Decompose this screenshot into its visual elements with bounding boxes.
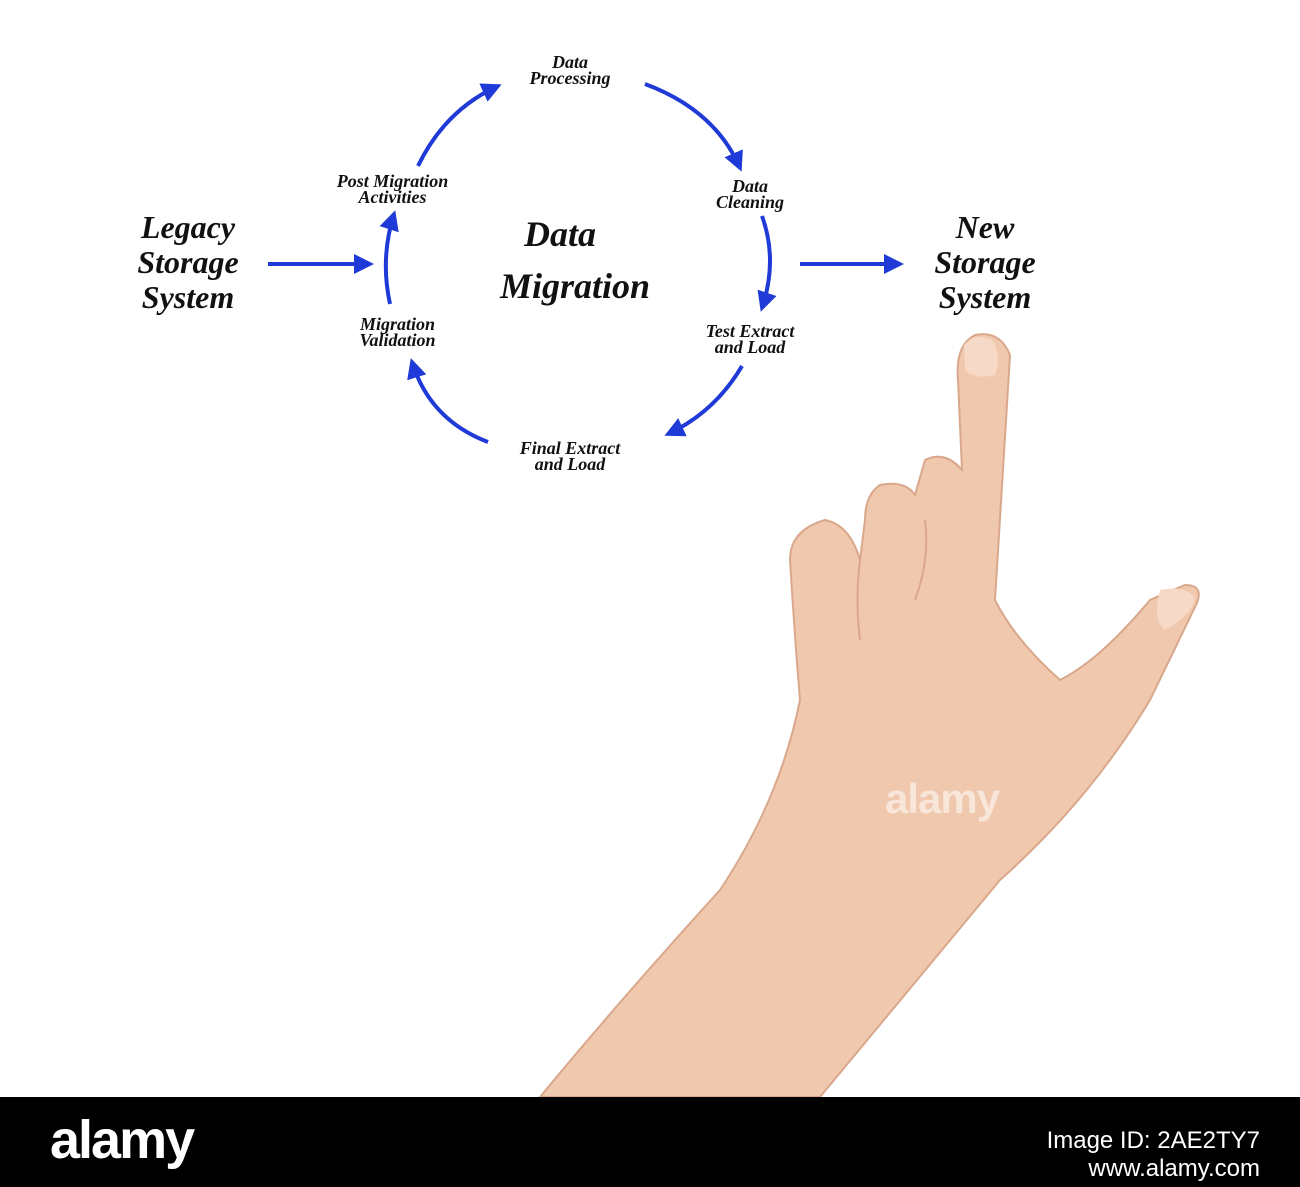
source-system-label: Legacy Storage System [98, 210, 278, 315]
target-line: Storage [934, 244, 1036, 280]
step-migration-validation: Migration Validation [359, 314, 436, 350]
title-line: Migration [499, 266, 651, 306]
step-data-processing: Data Processing [529, 52, 611, 88]
step-test-extract-load: Test Extract and Load [705, 321, 795, 357]
footer-info: Image ID: 2AE2TY7 www.alamy.com [1047, 1127, 1260, 1183]
arrow-validation-to-post [379, 210, 399, 305]
title-line: Data [524, 214, 596, 254]
source-line: Legacy [140, 209, 236, 245]
image-id-text: Image ID: 2AE2TY7 [1046, 1127, 1260, 1154]
target-line: New [955, 209, 1015, 245]
diagram-title: Data Migration [450, 208, 700, 312]
source-line: System [141, 279, 235, 315]
site-url-text: www.alamy.com [1088, 1155, 1260, 1182]
step-final-extract-load: Final Extract and Load [519, 438, 621, 474]
arrow-processing-to-cleaning [644, 82, 743, 172]
target-line: System [938, 279, 1032, 315]
arrow-final-to-validation [407, 358, 489, 444]
source-line: Storage [137, 244, 239, 280]
footer-bar: alamy Image ID: 2AE2TY7 www.alamy.com [0, 1097, 1300, 1187]
step-data-cleaning: Data Cleaning [715, 176, 785, 212]
footer-logo: alamy [50, 1110, 195, 1170]
arrow-post-to-processing [416, 83, 502, 167]
arrow-cleaning-to-test [757, 215, 777, 312]
target-system-label: New Storage System [895, 210, 1075, 315]
arrow-test-to-final [664, 364, 744, 437]
hand-shape [537, 333, 1200, 1098]
watermark-text: alamy [885, 775, 1000, 822]
step-post-migration: Post Migration Activities [336, 171, 449, 207]
